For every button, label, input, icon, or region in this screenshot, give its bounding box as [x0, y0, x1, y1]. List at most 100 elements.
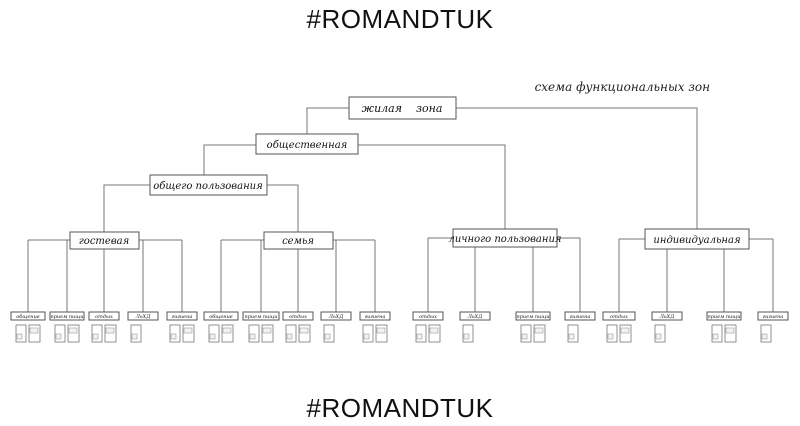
room-plan-family-4-b	[375, 324, 388, 343]
connector-general-family	[267, 184, 299, 232]
leaf-label-individual-0: отдых	[610, 314, 628, 320]
room-furniture-family-4-b	[376, 327, 386, 334]
room-plan-family-4-a	[362, 324, 374, 343]
leaf-box-family-3	[320, 311, 352, 321]
connector-root-individual	[456, 107, 698, 229]
leaf-box-family-0	[203, 311, 239, 321]
leaf-box-personal-0	[412, 311, 444, 321]
leaf-label-family-3: ЛьХД	[328, 314, 344, 320]
node-guest-box	[69, 231, 140, 250]
leaf-label-family-2: отдых	[289, 314, 307, 320]
room-plan-family-1-a	[248, 324, 260, 343]
leaf-box-individual-3	[757, 311, 789, 321]
room-plan-family-3-a	[323, 324, 335, 343]
room-plan-personal-1-a	[462, 324, 474, 343]
node-personal-use-label: личного пользования	[448, 234, 561, 245]
room-plan-family-1-b	[261, 324, 274, 343]
leaf-box-individual-2	[706, 311, 742, 321]
room-furniture-guest-2-b	[105, 327, 115, 334]
room-plan-personal-0-a	[415, 324, 427, 343]
room-plan-personal-2-a	[520, 324, 532, 343]
room-plan-individual-2-b	[724, 324, 737, 343]
room-furniture-individual-0-a	[607, 333, 614, 340]
connector-public-personal	[358, 144, 506, 229]
leaf-label-guest-2: отдых	[95, 314, 113, 320]
leaf-label-individual-2: прием пищи	[707, 314, 740, 320]
node-public-label: общественная	[267, 140, 348, 151]
room-plan-personal-2-b	[533, 324, 546, 343]
room-plan-individual-3-a	[760, 324, 772, 343]
room-furniture-personal-3-a	[568, 333, 575, 340]
room-furniture-individual-3-a	[761, 333, 768, 340]
leaf-box-guest-4	[166, 311, 198, 321]
room-plan-guest-4-a	[169, 324, 181, 343]
leaf-label-guest-0: общение	[16, 313, 40, 320]
room-plan-guest-1-b	[67, 324, 80, 343]
leaf-box-guest-2	[88, 311, 120, 321]
leaf-label-personal-2: прием пищи	[516, 314, 549, 320]
connector-public-general	[203, 144, 256, 175]
room-plan-guest-1-a	[54, 324, 66, 343]
leaf-box-personal-2	[515, 311, 551, 321]
room-furniture-family-2-a	[286, 333, 293, 340]
node-family-box	[263, 231, 334, 250]
leaf-box-individual-0	[602, 311, 636, 321]
room-furniture-guest-2-a	[92, 333, 99, 340]
room-furniture-individual-1-a	[655, 333, 662, 340]
room-furniture-guest-0-b	[29, 327, 39, 334]
room-furniture-individual-2-b	[725, 327, 735, 334]
node-public-box	[255, 133, 359, 155]
leaf-label-guest-1: прием пищи	[50, 314, 83, 320]
room-plan-guest-3-a	[130, 324, 142, 343]
node-general-use-label: общего пользования	[153, 181, 262, 192]
leaf-box-family-2	[282, 311, 314, 321]
leaf-label-guest-3: ЛьХД	[135, 314, 151, 320]
room-plan-guest-0-a	[15, 324, 27, 343]
connector-general-guest	[103, 184, 150, 232]
room-furniture-guest-1-a	[55, 333, 62, 340]
node-guest-label: гостевая	[79, 236, 129, 247]
leaf-label-personal-0: отдых	[419, 314, 437, 320]
leaf-label-personal-1: ЛьХД	[467, 314, 483, 320]
room-plan-individual-1-a	[654, 324, 666, 343]
room-plan-family-2-a	[285, 324, 297, 343]
room-plan-family-0-b	[221, 324, 234, 343]
leaf-box-family-1	[242, 311, 280, 321]
leaf-box-guest-0	[10, 311, 46, 321]
room-furniture-personal-0-a	[416, 333, 423, 340]
leaf-label-guest-4: гигиена	[172, 314, 193, 320]
node-root-box	[348, 96, 457, 120]
diagram-title: схема функциональных зон	[534, 80, 710, 94]
room-furniture-individual-0-b	[620, 327, 630, 334]
room-furniture-family-4-a	[363, 333, 370, 340]
node-personal-use-box	[452, 228, 558, 248]
leaf-box-guest-1	[49, 311, 85, 321]
room-furniture-guest-4-b	[183, 327, 193, 334]
node-individual-box	[644, 228, 750, 250]
leaf-label-family-0: общение	[209, 313, 233, 320]
room-furniture-family-0-a	[209, 333, 216, 340]
room-furniture-guest-4-a	[170, 333, 177, 340]
room-plan-personal-3-a	[567, 324, 579, 343]
room-furniture-personal-0-b	[429, 327, 439, 334]
room-furniture-family-0-b	[222, 327, 232, 334]
room-plan-family-0-a	[208, 324, 220, 343]
room-furniture-guest-1-b	[68, 327, 78, 334]
room-plan-guest-2-a	[91, 324, 103, 343]
leaf-box-individual-1	[651, 311, 683, 321]
leaf-nodes: общение прием пищи отдых ЛьХД гигиена общение…	[10, 311, 789, 343]
room-plan-individual-0-b	[619, 324, 632, 343]
room-plan-personal-0-b	[428, 324, 441, 343]
room-plan-guest-0-b	[28, 324, 41, 343]
leaf-box-family-4	[359, 311, 391, 321]
tree-nodes: жилая зона общественная общего пользован…	[69, 96, 750, 250]
connector-lines	[27, 107, 774, 312]
room-furniture-family-2-b	[299, 327, 309, 334]
room-furniture-individual-2-a	[712, 333, 719, 340]
room-furniture-guest-3-a	[131, 333, 138, 340]
node-root-label: жилая зона	[362, 102, 443, 115]
leaf-box-personal-1	[459, 311, 491, 321]
room-furniture-guest-0-a	[16, 333, 23, 340]
leaf-box-guest-3	[127, 311, 159, 321]
